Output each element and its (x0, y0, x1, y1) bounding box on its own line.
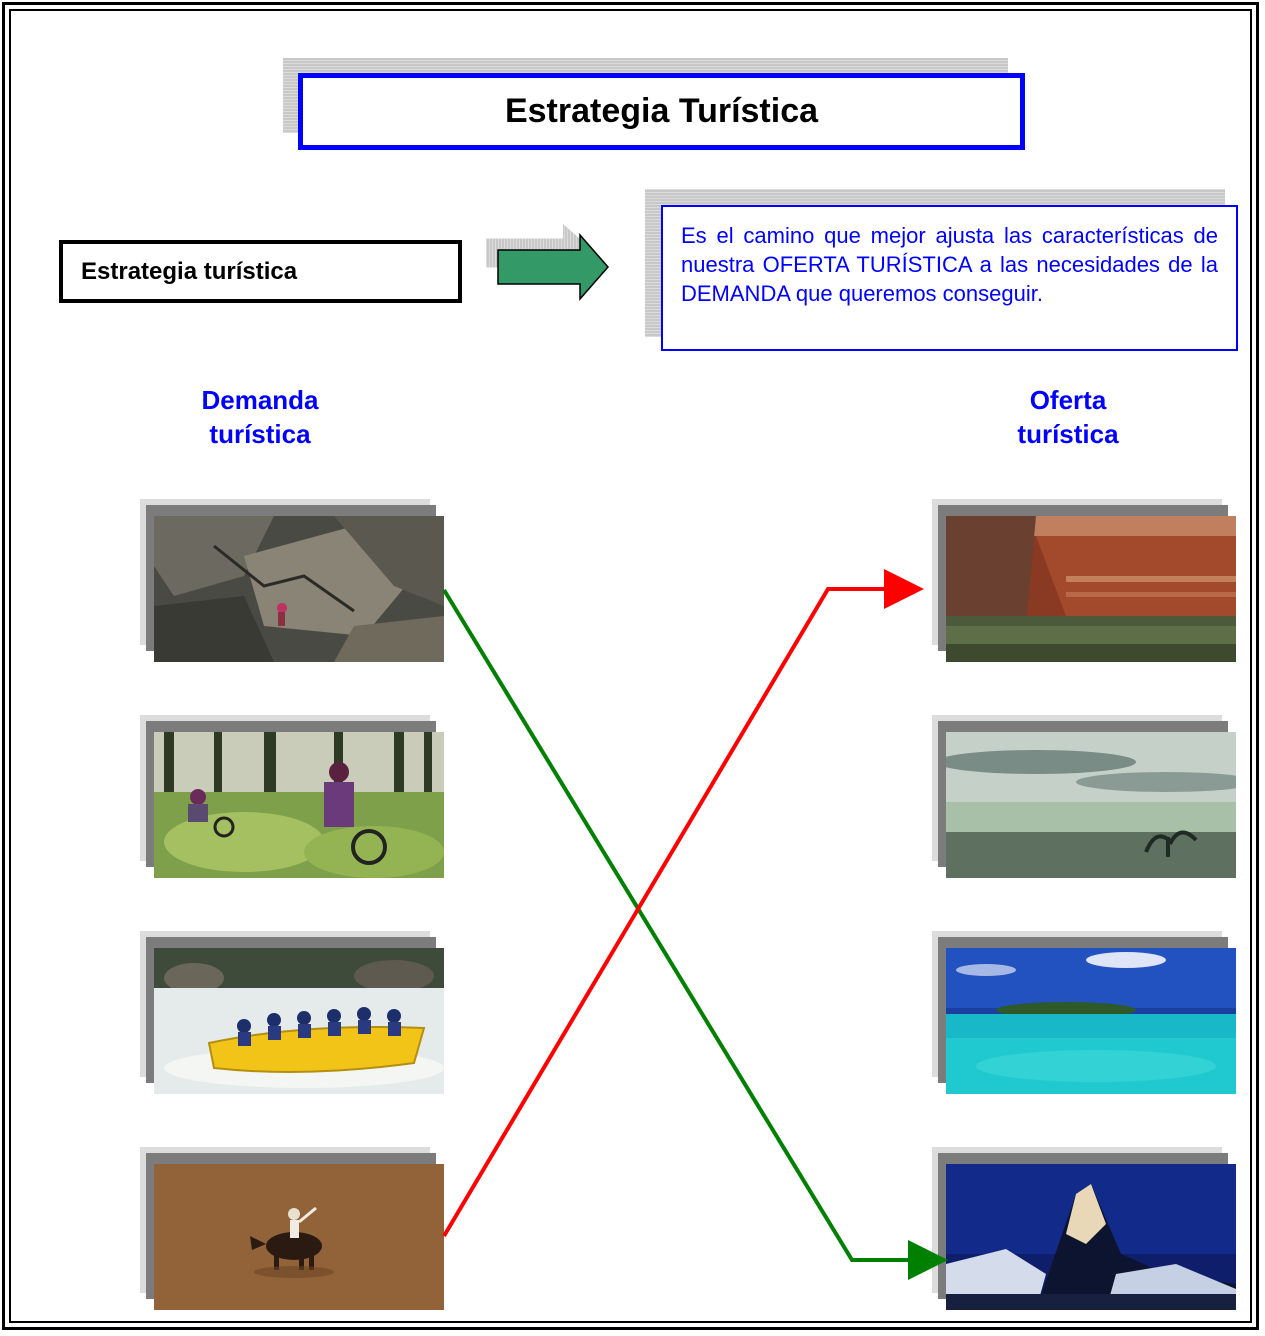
red-connector-line (442, 569, 924, 1238)
demand-heading-line2: turística (209, 419, 311, 449)
demand-photo-biking (140, 715, 444, 878)
white-water-rafting-image (154, 948, 444, 1094)
misty-lake-image (946, 732, 1236, 878)
offer-heading: Oferta turística (958, 383, 1178, 451)
offer-photo-lake (932, 715, 1236, 878)
snowy-mountain-image (946, 1164, 1236, 1310)
offer-photo-mountain (932, 1147, 1236, 1310)
demand-heading: Demanda turística (150, 383, 370, 451)
definition-box: Es el camino que mejor ajusta las caract… (661, 205, 1238, 351)
term-label: Estrategia turística (81, 257, 298, 285)
offer-heading-line2: turística (1017, 419, 1119, 449)
demand-heading-line1: Demanda (201, 385, 319, 415)
tropical-island-image (946, 948, 1236, 1094)
green-connector-line (442, 588, 948, 1280)
offer-photo-canyon (932, 499, 1236, 662)
definition-text: Es el camino que mejor ajusta las caract… (681, 223, 1218, 306)
offer-heading-line1: Oferta (1029, 385, 1107, 415)
right-arrow-icon (497, 233, 609, 301)
title-box: Estrategia Turística (298, 73, 1025, 150)
offer-photo-island (932, 931, 1236, 1094)
demand-photo-rodeo (140, 1147, 444, 1310)
inner-frame (9, 9, 1252, 1323)
term-box: Estrategia turística (59, 240, 462, 303)
page-title: Estrategia Turística (504, 92, 819, 130)
canyon-river-image (946, 516, 1236, 662)
mountain-biking-image (154, 732, 444, 878)
bull-riding-image (154, 1164, 444, 1310)
rock-climbing-image (154, 516, 444, 662)
demand-photo-climbing (140, 499, 444, 662)
demand-photo-rafting (140, 931, 444, 1094)
